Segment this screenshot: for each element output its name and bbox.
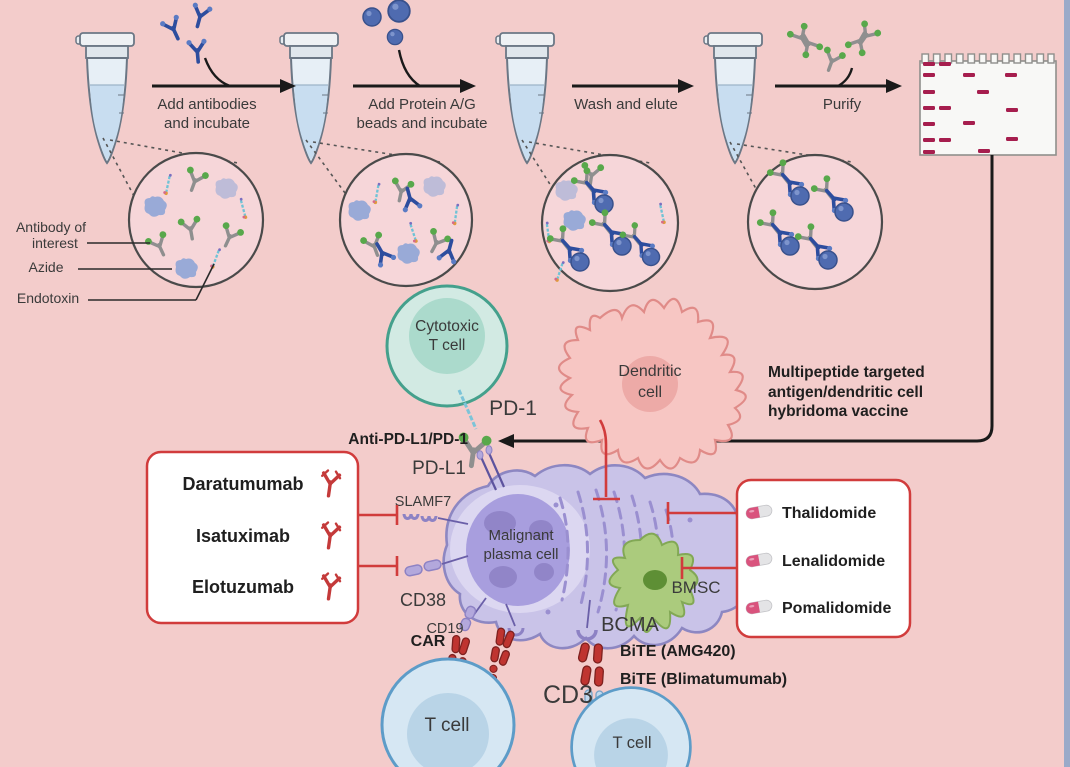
cd3-label: CD3 — [543, 681, 593, 709]
pdl1-receptor — [476, 445, 506, 491]
imid-lenalidomide: Lenalidomide — [782, 553, 885, 570]
cd38-receptor — [404, 555, 469, 577]
step1-label-line2: and incubate — [164, 115, 250, 132]
mab-box — [145, 450, 360, 625]
legend-pointer-lines — [78, 242, 215, 301]
gel-band — [963, 121, 975, 125]
cytotoxic-t-cell — [385, 284, 509, 408]
legend-endotoxin: Endotoxin — [17, 290, 79, 306]
imid-box — [735, 478, 912, 639]
cd38-label: CD38 — [400, 590, 446, 610]
vaccine-label-line1: Multipeptide targeted — [768, 364, 925, 381]
mab-daratumumab: Daratumumab — [182, 474, 303, 494]
mab-elotuzumab: Elotuzumab — [192, 577, 294, 597]
imid-thalidomide: Thalidomide — [782, 505, 876, 522]
gel-band — [923, 138, 935, 142]
gel-band — [978, 149, 990, 153]
gel-band — [939, 138, 951, 142]
step2-label-line1: Add Protein A/G — [368, 96, 476, 113]
cd19-label: CD19 — [426, 621, 463, 637]
vaccine-label-line3: hybridoma vaccine — [768, 403, 909, 420]
bmsc-cell — [608, 532, 699, 633]
gel-band — [939, 106, 951, 110]
zoom-circle-2 — [338, 152, 474, 288]
gel-band — [939, 62, 951, 66]
gel-band — [1006, 137, 1018, 141]
gel-band — [923, 106, 935, 110]
cd19-receptor — [459, 597, 525, 637]
dendritic-label-line2: cell — [638, 384, 662, 401]
gel-bands — [923, 62, 1018, 154]
zoom-circle-1 — [127, 151, 265, 289]
slamf7-receptor — [402, 513, 469, 525]
cytotoxic-label-line1: Cytotoxic — [415, 318, 479, 335]
plasma-label-line1: Malignant — [488, 527, 554, 544]
plasma-label-line2: plasma cell — [483, 546, 558, 563]
car-label: CAR — [411, 633, 446, 650]
zoom-circle-4 — [746, 153, 884, 291]
window-edge-strip — [1064, 0, 1070, 767]
arrowhead-4 — [886, 79, 902, 93]
gel-band — [1005, 73, 1017, 77]
step1-label-line1: Add antibodies — [157, 96, 256, 113]
protein-ag-beads-icon — [362, 0, 421, 88]
step3-label: Wash and elute — [574, 96, 678, 113]
bite2-label: BiTE (Blimatumumab) — [620, 671, 787, 688]
imid-pomalidomide: Pomalidomide — [782, 600, 891, 617]
gel-band — [923, 73, 935, 77]
dendritic-label-line1: Dendritic — [618, 363, 681, 380]
pd1-label: PD-1 — [489, 397, 537, 420]
bcma-label: BCMA — [601, 614, 659, 636]
gel-band — [923, 90, 935, 94]
legend-azide: Azide — [28, 259, 63, 275]
t-cell-right-label: T cell — [612, 734, 651, 752]
slamf7-label: SLAMF7 — [395, 494, 451, 510]
gel-band — [977, 90, 989, 94]
bcma-receptor — [576, 599, 598, 641]
step2-label-line2: beads and incubate — [357, 115, 488, 132]
arrowhead-2 — [460, 79, 476, 93]
pdl1-label: PD-L1 — [412, 458, 466, 479]
vaccine-arrowhead — [498, 434, 514, 448]
arrowhead-1 — [280, 79, 296, 93]
vaccine-label-line2: antigen/dendritic cell — [768, 384, 923, 401]
bmsc-label: BMSC — [671, 578, 720, 597]
zoom-circle-3 — [540, 153, 680, 293]
mab-isatuximab: Isatuximab — [196, 526, 290, 546]
legend-antibody-line1: Antibody of — [16, 219, 86, 235]
bite1-label: BiTE (AMG420) — [620, 643, 736, 660]
cytotoxic-label-line2: T cell — [429, 337, 466, 354]
anti-pd-label: Anti-PD-L1/PD-1 — [348, 431, 468, 448]
gel-band — [923, 150, 935, 154]
t-cell-left-label: T cell — [424, 715, 469, 736]
pd1-receptor — [457, 389, 478, 430]
vaccine-arrow — [512, 155, 994, 443]
gel-comb-teeth — [921, 53, 1055, 64]
legend-antibody-line2: interest — [32, 235, 78, 251]
inhibition-lines — [359, 419, 737, 579]
gel-blot — [919, 53, 1057, 156]
gel-band — [923, 62, 935, 66]
gel-band — [923, 122, 935, 126]
gel-band — [1006, 108, 1018, 112]
dendritic-cell — [557, 297, 747, 470]
gel-band — [963, 73, 975, 77]
step4-label: Purify — [823, 96, 862, 113]
arrowhead-3 — [678, 79, 694, 93]
